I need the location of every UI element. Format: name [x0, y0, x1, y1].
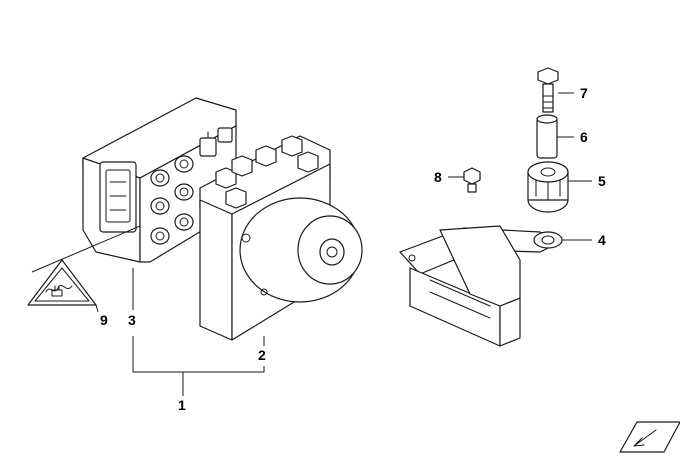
callout-5: 5 [598, 173, 606, 189]
callout-4: 4 [598, 232, 606, 248]
callout-6: 6 [580, 129, 588, 145]
warning-label-part-9[interactable] [27, 259, 97, 306]
callout-9: 9 [100, 312, 108, 328]
control-unit-part-3[interactable] [82, 97, 237, 263]
sleeve-part-6[interactable] [536, 114, 558, 159]
screw-part-8[interactable] [463, 167, 481, 193]
callout-3: 3 [128, 312, 136, 328]
bracket-part-4[interactable] [399, 225, 563, 347]
navigation-arrow-icon[interactable] [619, 421, 680, 453]
callout-1: 1 [178, 397, 186, 413]
callout-8: 8 [434, 169, 442, 185]
leader-lines [31, 92, 592, 396]
callout-2: 2 [258, 347, 266, 363]
bolt-part-7[interactable] [537, 67, 559, 113]
electrostatic-warning-icon [45, 284, 73, 297]
rubber-mount-part-5[interactable] [527, 161, 569, 213]
callout-7: 7 [580, 85, 588, 101]
pump-unit-part-2[interactable] [199, 135, 363, 341]
